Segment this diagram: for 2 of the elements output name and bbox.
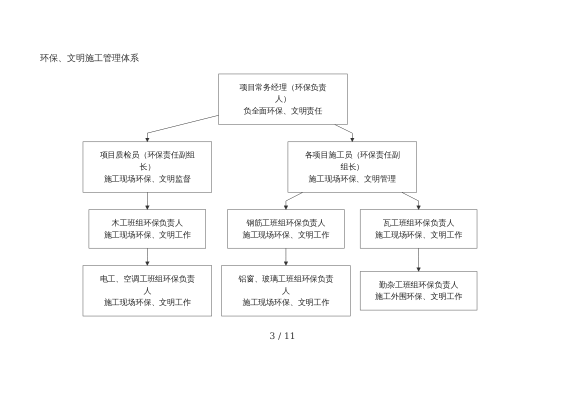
diagram-title: 环保、文明施工管理体系 [40, 52, 139, 65]
page-number: 3 / 11 [270, 332, 296, 342]
